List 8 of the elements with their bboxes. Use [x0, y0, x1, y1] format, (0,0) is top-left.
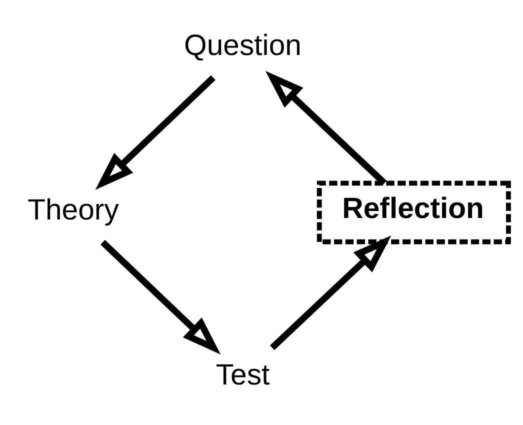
arrow	[270, 235, 392, 350]
arrow	[100, 240, 221, 355]
node-box: Reflection	[316, 180, 511, 244]
node-text: Question	[184, 29, 302, 62]
arrow	[95, 75, 216, 190]
node-text: Test	[216, 358, 270, 392]
node-text: Theory	[28, 194, 119, 227]
arrow	[265, 70, 387, 186]
